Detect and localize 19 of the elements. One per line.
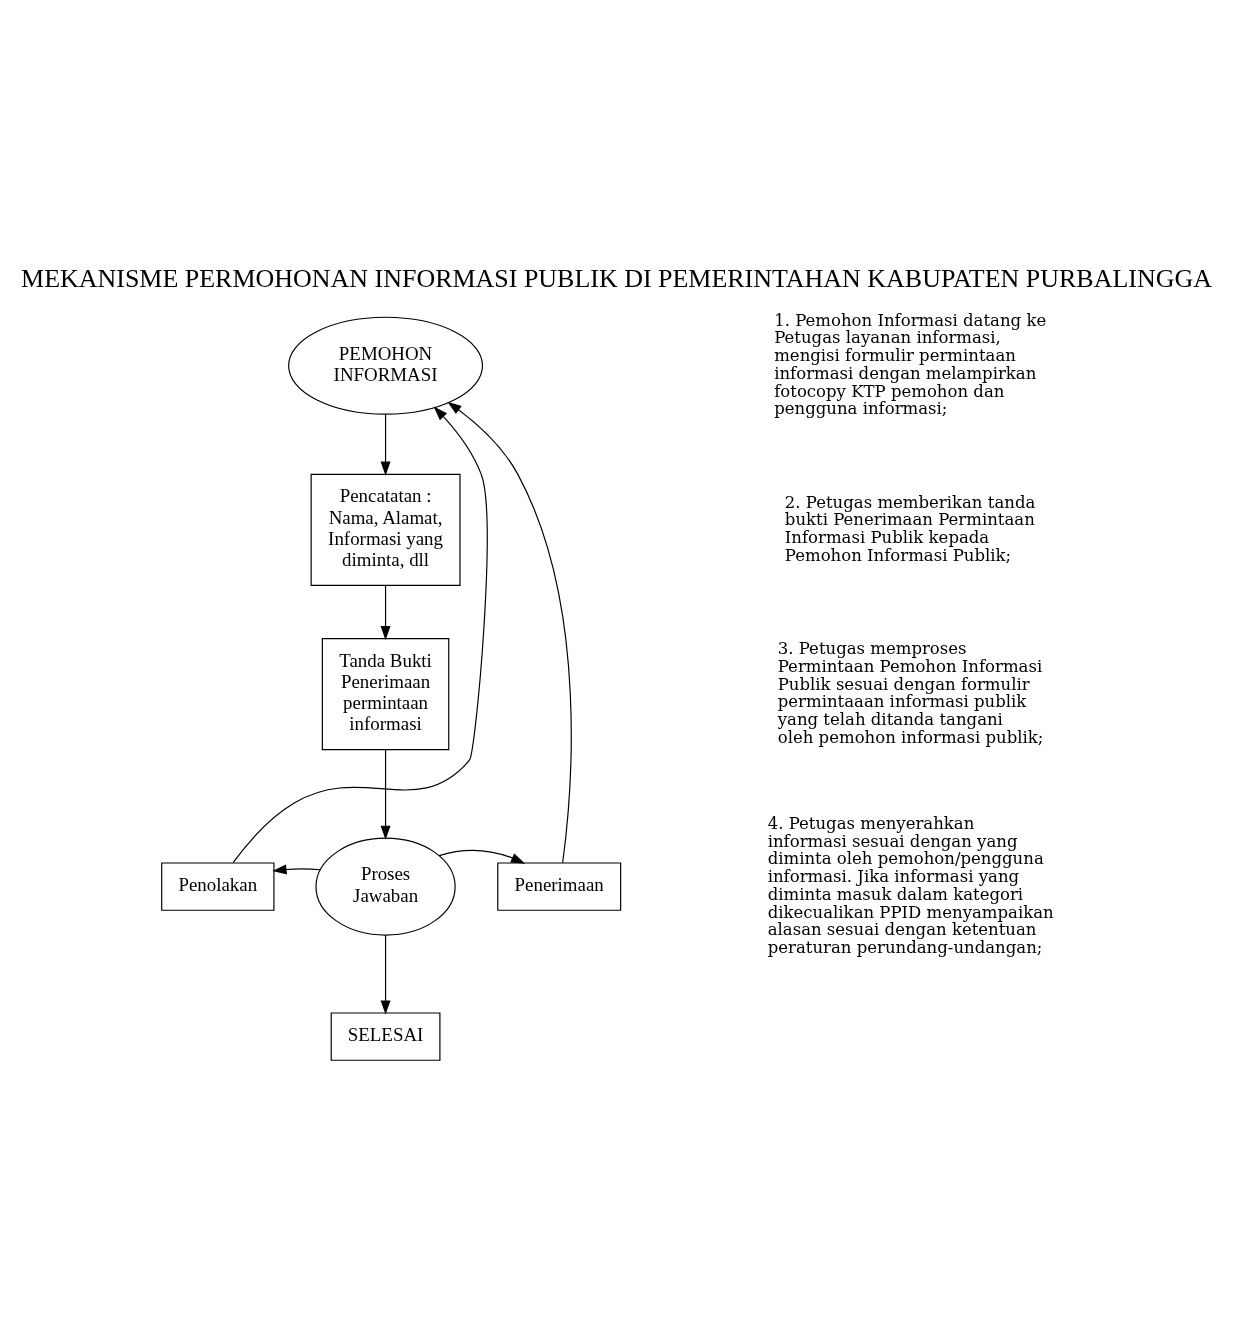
arrow	[447, 401, 572, 863]
node-box: Penolakan	[161, 861, 275, 911]
node-box: Penerimaan	[497, 861, 622, 911]
label: 4. Petugas menyerahkan informasi sesuai dengan yang diminta oleh pemohon/pengguna informasi. Jika informasi yang diminta masuk dalam kategori dikecualikan PPID menyampaikan alasan sesuai dengan ketentuan peraturan perundang-undangan;	[767, 813, 1054, 957]
arrow	[232, 406, 488, 863]
arrow	[380, 584, 391, 640]
label: 2. Petugas memberikan tanda bukti Penerimaan Permintaan Informasi Publik kepada Pemohon Informasi Publik;	[784, 492, 1036, 565]
arrow	[380, 413, 391, 476]
node-box: Tanda Bukti Penerimaan permintaan informasi	[321, 637, 450, 750]
label: 1. Pemohon Informasi datang ke Petugas layanan informasi, mengisi formulir permintaan informasi dengan melampirkan fotocopy KTP pemohon dan pengguna informasi;	[774, 310, 1047, 418]
node-ellipse: Proses Jawaban	[315, 837, 456, 936]
arrow	[380, 934, 391, 1015]
arrow	[272, 864, 321, 874]
node-box: Pencatatan : Nama, Alamat, Informasi yang diminta, dll	[310, 473, 461, 586]
arrow	[380, 748, 391, 840]
node-box: SELESAI	[330, 1011, 441, 1061]
diagram-title: MEKANISME PERMOHONAN INFORMASI PUBLIK DI PEMERINTAHAN KABUPATEN PURBALINGGA	[21, 263, 1212, 293]
label: 3. Petugas memproses Permintaan Pemohon Informasi Publik sesuai dengan formulir permintaaan informasi publik yang telah ditanda tangani oleh pemohon informasi publik;	[777, 638, 1044, 747]
arrow	[438, 849, 526, 864]
